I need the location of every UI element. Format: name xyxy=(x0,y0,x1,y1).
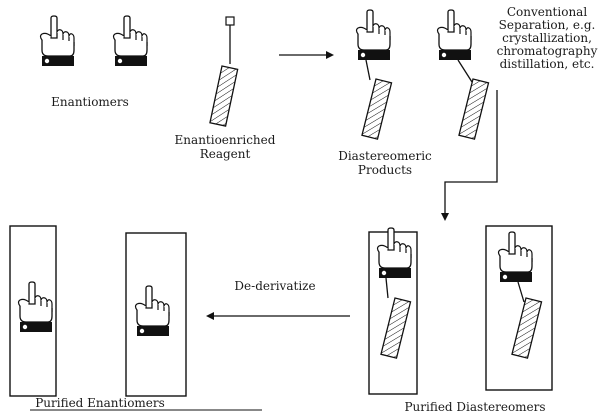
reagent-label-line2: Reagent xyxy=(199,147,251,161)
separation-note-line5: distillation, etc. xyxy=(499,57,595,71)
purified-enantiomer-box-1 xyxy=(9,225,57,397)
arrow-to-separation xyxy=(441,90,498,221)
products-label-line2: Products xyxy=(357,163,413,177)
enantiomer-hand-right-icon xyxy=(112,15,148,67)
separation-note-line2: Separation, e.g. xyxy=(498,18,596,32)
purified-enantiomer-box-2 xyxy=(125,232,187,397)
purified-diastereomer-box-2 xyxy=(485,225,553,391)
square-connector-icon xyxy=(225,16,235,26)
products-label-line1: Diastereomeric xyxy=(338,149,432,163)
diastereomer-product-1-icon xyxy=(355,9,393,140)
separation-note-line4: chromatography xyxy=(496,44,598,58)
separation-note-line3: crystallization, xyxy=(502,31,592,45)
purified-diastereomers-label: Purified Diastereomers xyxy=(404,400,546,414)
separation-note-line1: Conventional xyxy=(506,5,588,19)
purified-diastereomer-box-1 xyxy=(368,227,418,395)
arrow-dederivatize xyxy=(206,312,350,320)
separation-note: Conventional Separation, e.g. crystalliz… xyxy=(488,6,606,71)
purified-enantiomers-label: Purified Enantiomers xyxy=(35,396,165,410)
arrow-to-products xyxy=(279,51,334,59)
dederivatize-label: De-derivatize xyxy=(234,279,316,293)
reagent-label-line1: Enantioenriched xyxy=(174,133,276,147)
enantiomers-label: Enantiomers xyxy=(51,95,129,109)
reagent-icon xyxy=(209,16,239,127)
diastereomer-product-2-icon xyxy=(436,9,490,140)
enantiomer-hand-left-icon xyxy=(39,15,75,67)
